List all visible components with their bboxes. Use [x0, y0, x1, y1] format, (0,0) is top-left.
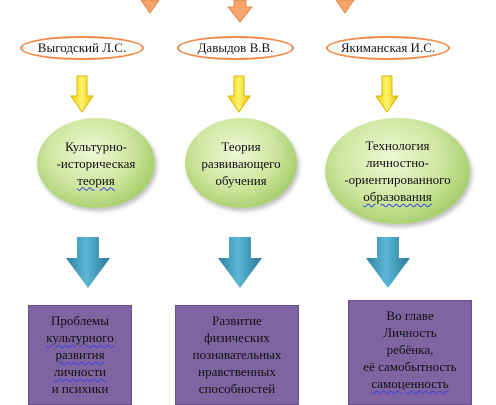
author-yakimanskaya: Якиманская И.С.: [326, 36, 450, 60]
theory-personality-oriented: Технология личностно- -ориентированного …: [325, 118, 470, 224]
theory-line: -историческая: [56, 155, 136, 171]
topic-line: Развитие: [212, 313, 262, 328]
author-davydov: Давыдов В.В.: [177, 36, 294, 60]
yellow-arrow-right: [375, 75, 399, 113]
topic-cultural-development: Проблемы культурного развития личности и…: [28, 305, 132, 405]
theory-line: развивающего: [201, 155, 281, 171]
topic-line: нравственных: [198, 364, 276, 379]
theory-line: Технология: [365, 138, 430, 153]
author-name: Выгодский Л.С.: [37, 40, 127, 55]
theory-developmental-learning: Теория развивающего обучения: [185, 118, 297, 208]
topic-line: Проблемы: [51, 313, 109, 328]
theory-line: образования: [363, 189, 432, 204]
theory-line: Теория: [221, 138, 261, 154]
teal-arrow-left: [66, 237, 110, 288]
teal-arrow-right: [366, 237, 410, 288]
topic-child-personality: Во главе Личность ребёнка, её самобытнос…: [348, 300, 472, 405]
yellow-arrow-center: [227, 75, 251, 113]
theory-line: Культурно-: [65, 138, 127, 154]
topic-line: самоценность: [371, 376, 449, 391]
theory-line: -ориентированного: [344, 172, 451, 187]
topic-line: развития: [55, 347, 105, 362]
theory-line: теория: [77, 172, 115, 188]
yellow-arrow-left: [70, 75, 94, 113]
theory-cultural-historical: Культурно- -историческая теория: [37, 118, 155, 208]
theory-line: личностно-: [365, 155, 429, 170]
topic-abilities-development: Развитие физических познавательных нравс…: [175, 305, 299, 405]
theory-line: обучения: [215, 172, 267, 188]
topic-line: культурного: [46, 330, 114, 345]
topic-line: личности: [53, 364, 107, 379]
topic-line: и психики: [51, 381, 109, 396]
author-vygodsky: Выгодский Л.С.: [20, 36, 144, 60]
top-arrow-center: [226, 0, 254, 23]
topic-line: познавательных: [192, 347, 282, 362]
topic-line: ребёнка,: [386, 342, 434, 357]
topic-line: Личность: [383, 325, 437, 340]
topic-line: Во главе: [386, 308, 434, 323]
topic-line: физических: [204, 330, 270, 345]
top-arrow-right: [335, 0, 355, 14]
topic-line: способностей: [198, 381, 276, 396]
top-arrow-left: [140, 0, 160, 14]
author-name: Якиманская И.С.: [340, 40, 436, 55]
topic-line: её самобытность: [363, 359, 457, 374]
teal-arrow-center: [218, 237, 262, 288]
author-name: Давыдов В.В.: [197, 40, 274, 55]
